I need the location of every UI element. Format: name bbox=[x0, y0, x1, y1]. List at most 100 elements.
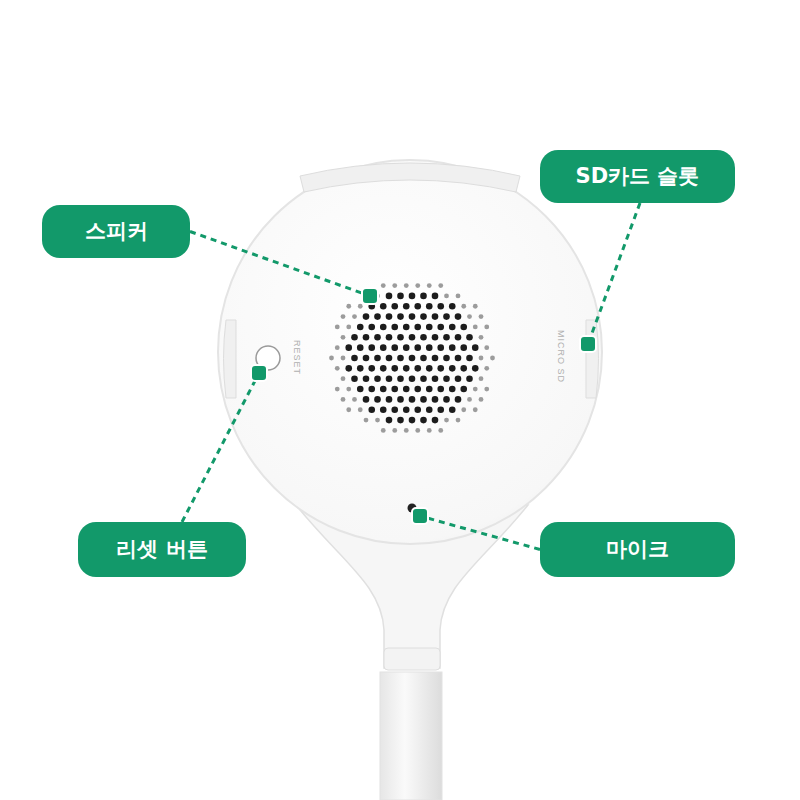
speaker-hole bbox=[392, 428, 397, 433]
speaker-hole bbox=[368, 386, 375, 393]
speaker-hole bbox=[437, 365, 444, 372]
speaker-hole bbox=[472, 344, 479, 351]
speaker-hole bbox=[397, 375, 404, 382]
speaker-hole bbox=[438, 428, 443, 433]
speaker-hole bbox=[374, 396, 381, 403]
speaker-hole bbox=[443, 334, 450, 341]
device-marking: RESET bbox=[292, 340, 302, 375]
speaker-hole bbox=[479, 314, 484, 319]
speaker-hole bbox=[391, 406, 398, 413]
speaker-hole bbox=[345, 365, 352, 372]
speaker-hole bbox=[415, 283, 420, 288]
callout-pill: 스피커 bbox=[42, 205, 190, 258]
speaker-hole bbox=[479, 397, 484, 402]
speaker-hole bbox=[432, 396, 439, 403]
speaker-hole bbox=[455, 396, 462, 403]
speaker-hole bbox=[335, 325, 340, 330]
speaker-hole bbox=[461, 304, 466, 309]
speaker-hole bbox=[386, 355, 393, 362]
callout-label: 리셋 버튼 bbox=[116, 537, 207, 562]
speaker-hole bbox=[449, 365, 456, 372]
speaker-hole bbox=[346, 304, 351, 309]
speaker-hole bbox=[420, 396, 427, 403]
speaker-hole bbox=[432, 334, 439, 341]
speaker-hole bbox=[397, 313, 404, 320]
speaker-hole bbox=[455, 313, 462, 320]
speaker-hole bbox=[472, 365, 479, 372]
speaker-hole bbox=[443, 375, 450, 382]
speaker-hole bbox=[380, 386, 387, 393]
callout-marker bbox=[412, 508, 428, 524]
speaker-hole bbox=[455, 355, 462, 362]
speaker-hole bbox=[341, 397, 346, 402]
speaker-hole bbox=[420, 355, 427, 362]
neck-joint bbox=[384, 648, 440, 670]
speaker-hole bbox=[335, 345, 340, 350]
speaker-hole bbox=[357, 386, 364, 393]
speaker-hole bbox=[409, 375, 416, 382]
speaker-hole bbox=[357, 344, 364, 351]
speaker-hole bbox=[432, 417, 439, 424]
speaker-hole bbox=[484, 387, 489, 392]
speaker-hole bbox=[346, 407, 351, 412]
speaker-hole bbox=[403, 406, 410, 413]
speaker-hole bbox=[456, 418, 461, 423]
speaker-hole bbox=[473, 304, 478, 309]
speaker-hole bbox=[437, 344, 444, 351]
speaker-hole bbox=[420, 375, 427, 382]
speaker-hole bbox=[426, 324, 433, 331]
leader-line bbox=[190, 232, 370, 297]
speaker-hole bbox=[473, 407, 478, 412]
speaker-hole bbox=[443, 313, 450, 320]
speaker-hole bbox=[346, 387, 351, 392]
speaker-hole bbox=[426, 303, 433, 310]
speaker-hole bbox=[467, 314, 472, 319]
speaker-hole bbox=[404, 428, 409, 433]
speaker-hole bbox=[484, 345, 489, 350]
speaker-hole bbox=[380, 344, 387, 351]
speaker-hole bbox=[432, 355, 439, 362]
speaker-hole bbox=[426, 406, 433, 413]
speaker-hole bbox=[414, 324, 421, 331]
callout-pill: SD카드 슬롯 bbox=[540, 150, 735, 203]
speaker-hole bbox=[427, 283, 432, 288]
speaker-hole bbox=[363, 396, 370, 403]
speaker-hole bbox=[438, 283, 443, 288]
speaker-hole bbox=[352, 314, 357, 319]
speaker-hole bbox=[391, 324, 398, 331]
speaker-hole bbox=[409, 334, 416, 341]
speaker-hole bbox=[357, 365, 364, 372]
speaker-hole bbox=[404, 283, 409, 288]
speaker-hole bbox=[374, 355, 381, 362]
speaker-hole bbox=[479, 376, 484, 381]
speaker-hole bbox=[409, 396, 416, 403]
speaker-hole bbox=[403, 386, 410, 393]
speaker-hole bbox=[345, 344, 352, 351]
speaker-hole bbox=[415, 428, 420, 433]
speaker-hole bbox=[386, 293, 393, 300]
speaker-hole bbox=[375, 418, 380, 423]
speaker-hole bbox=[346, 325, 351, 330]
speaker-hole bbox=[380, 303, 387, 310]
top-slot bbox=[300, 163, 520, 192]
speaker-hole bbox=[420, 293, 427, 300]
speaker-hole bbox=[426, 344, 433, 351]
speaker-hole bbox=[403, 324, 410, 331]
speaker-hole bbox=[414, 406, 421, 413]
speaker-hole bbox=[397, 417, 404, 424]
speaker-hole bbox=[409, 313, 416, 320]
leader-line bbox=[588, 203, 640, 344]
speaker-hole bbox=[368, 324, 375, 331]
speaker-hole bbox=[341, 356, 346, 361]
speaker-hole bbox=[420, 313, 427, 320]
speaker-hole bbox=[386, 334, 393, 341]
speaker-hole bbox=[460, 386, 467, 393]
speaker-hole bbox=[432, 375, 439, 382]
callout-label: SD카드 슬롯 bbox=[576, 164, 700, 189]
speaker-hole bbox=[335, 387, 340, 392]
speaker-hole bbox=[368, 406, 375, 413]
speaker-hole bbox=[397, 293, 404, 300]
speaker-hole bbox=[341, 314, 346, 319]
